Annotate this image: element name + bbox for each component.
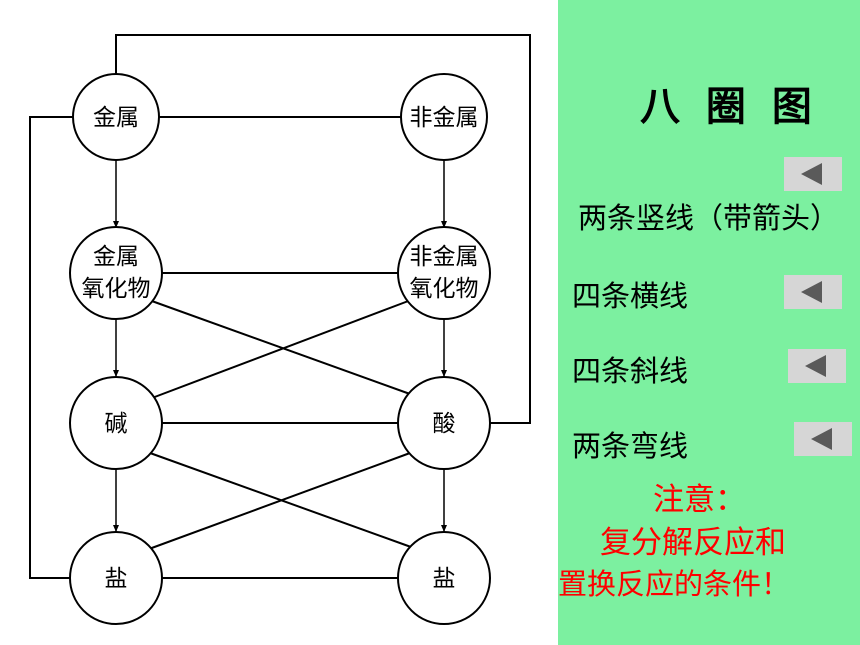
curve-line-metal-to-acid — [115, 34, 531, 424]
node-salt-left-label: 盐 — [105, 566, 128, 592]
node-metal-oxide: 金属 氧化物 — [69, 226, 163, 320]
node-nonmetal: 非金属 — [400, 73, 488, 161]
node-salt-right-label: 盐 — [433, 566, 456, 592]
node-metal-oxide-label-line2: 氧化物 — [82, 276, 151, 302]
triangle-left-icon — [801, 163, 822, 185]
curve-line-metal-to-salt — [29, 116, 73, 579]
node-metal: 金属 — [72, 73, 160, 161]
node-base-label: 碱 — [105, 411, 128, 437]
side-panel: 八 圈 图 两条竖线（带箭头） 四条横线 四条斜线 两条弯线 注意： 复分解反应… — [558, 0, 860, 645]
curved-lines-button[interactable] — [794, 422, 852, 456]
item-horizontal-lines: 四条横线 — [572, 279, 689, 313]
diagonal-line-nonmetal-oxide-to-base — [151, 299, 412, 399]
node-metal-oxide-label-line1: 金属 — [93, 244, 139, 270]
node-salt-left: 盐 — [69, 531, 163, 625]
triangle-left-icon — [811, 428, 832, 450]
node-nonmetal-oxide-label-line2: 氧化物 — [410, 276, 479, 302]
panel-title: 八 圈 图 — [640, 83, 818, 130]
diagonal-line-acid-to-salt — [148, 452, 411, 550]
eight-circle-diagram: 金属 非金属 金属 氧化物 非金属 氧化物 碱 酸 盐 盐 — [29, 34, 531, 625]
node-base: 碱 — [69, 376, 163, 470]
diagonal-lines-button[interactable] — [788, 349, 846, 383]
node-acid: 酸 — [397, 376, 491, 470]
note-heading: 注意： — [653, 482, 746, 518]
vertical-lines-button[interactable] — [784, 157, 842, 191]
triangle-left-icon — [805, 355, 826, 377]
item-diagonal-lines: 四条斜线 — [572, 354, 689, 388]
diagonal-line-metal-oxide-to-acid — [148, 299, 411, 395]
note-line2: 置换反应的条件！ — [558, 567, 791, 601]
node-salt-right: 盐 — [397, 531, 491, 625]
node-metal-label: 金属 — [93, 105, 139, 131]
horizontal-lines-button[interactable] — [784, 275, 842, 309]
item-vertical-lines: 两条竖线（带箭头） — [578, 201, 840, 235]
node-acid-label: 酸 — [433, 411, 456, 437]
item-curved-lines: 两条弯线 — [572, 429, 689, 463]
node-nonmetal-oxide-label-line1: 非金属 — [410, 244, 479, 270]
node-nonmetal-oxide: 非金属 氧化物 — [397, 226, 491, 320]
node-nonmetal-label: 非金属 — [410, 105, 479, 131]
triangle-left-icon — [801, 281, 822, 303]
note-line1: 复分解反应和 — [600, 525, 786, 561]
